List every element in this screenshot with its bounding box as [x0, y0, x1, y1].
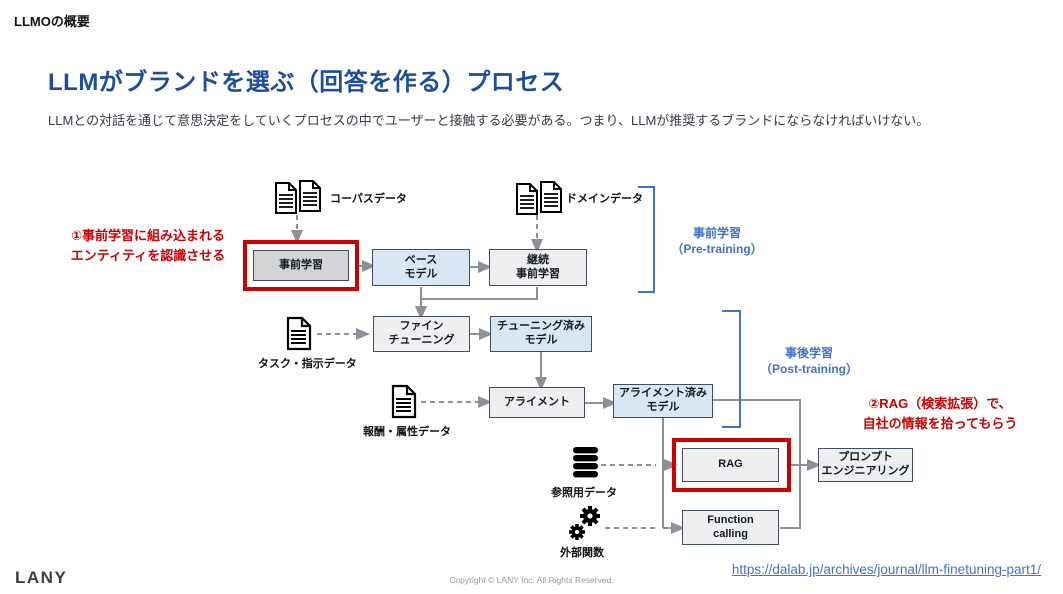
node-pretraining: 事前学習	[253, 250, 349, 281]
node-tuned-model: チューニング済み モデル	[490, 316, 592, 352]
document-pair-icon	[516, 181, 562, 215]
slide-kicker: LLMOの概要	[14, 14, 90, 29]
red-frame-pretraining	[243, 240, 359, 291]
document-icon	[286, 316, 312, 351]
reward-data-label: 報酬・属性データ	[363, 426, 451, 438]
annotation-rag-retrieval: ②RAG（検索拡張）で、 自社の情報を拾ってもらう	[862, 396, 1018, 432]
external-functions-label: 外部関数	[560, 547, 604, 559]
corpus-data-source	[274, 180, 324, 220]
annotation-pretraining-entity: ①事前学習に組み込まれる エンティティを認識させる	[70, 228, 226, 264]
database-icon	[573, 447, 598, 478]
domain-data-source	[515, 181, 565, 221]
source-link[interactable]: https://dalab.jp/archives/journal/llm-fi…	[731, 562, 1041, 577]
gears-icon	[569, 506, 600, 540]
node-fine-tuning: ファイン チューニング	[373, 316, 470, 352]
document-pair-icon	[275, 180, 321, 214]
node-continued-pretraining: 継続 事前学習	[489, 249, 587, 286]
node-aligned-model: アライメント済み モデル	[613, 384, 713, 418]
line-merge-to-finetuning	[421, 287, 538, 300]
posttraining-bracket	[722, 310, 741, 428]
lany-logo: LANY	[15, 568, 68, 587]
task-data-source	[286, 316, 314, 356]
task-data-label: タスク・指示データ	[258, 358, 357, 370]
document-icon	[391, 384, 417, 419]
domain-data-label: ドメインデータ	[566, 193, 643, 205]
phase-label-pretraining: 事前学習 （Pre-training）	[671, 226, 763, 256]
reference-data-label: 参照用データ	[551, 487, 617, 499]
node-base-model: ベース モデル	[372, 249, 470, 286]
page-title: LLMがブランドを選ぶ（回答を作る）プロセス	[48, 69, 565, 96]
reward-data-source	[391, 384, 419, 424]
external-functions-source	[568, 505, 604, 548]
lead-paragraph: LLMとの対話を通じて意思決定をしていくプロセスの中でユーザーと接触する必要があ…	[48, 113, 930, 128]
reference-data-source	[572, 447, 599, 484]
copyright-text: Copyright © LANY Inc. All Rights Reserve…	[449, 575, 614, 585]
red-frame-rag	[672, 438, 791, 492]
node-alignment: アライメント	[489, 387, 585, 418]
node-prompt-engineering: プロンプト エンジニアリング	[818, 448, 913, 482]
phase-label-posttraining: 事後学習 （Post-training）	[760, 346, 858, 376]
node-rag: RAG	[682, 448, 779, 482]
node-function-calling: Function calling	[682, 510, 779, 545]
corpus-data-label: コーパスデータ	[330, 193, 407, 205]
